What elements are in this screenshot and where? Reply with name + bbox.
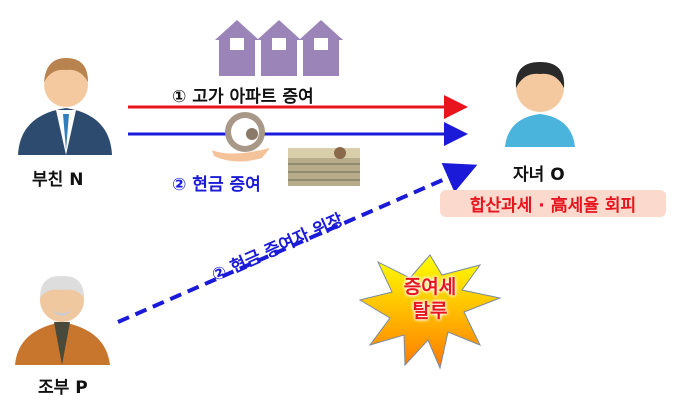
apartment-houses-icon bbox=[215, 20, 343, 76]
cash-gift-label: ② 현금 증여 bbox=[172, 175, 261, 195]
burst-line-2: 탈루 bbox=[412, 300, 448, 322]
gift-tax-evasion-text: 증여세 탈루 bbox=[385, 275, 475, 323]
burst-line-1: 증여세 bbox=[403, 276, 457, 298]
child-avatar bbox=[505, 62, 575, 147]
child-label: 자녀 O bbox=[513, 165, 565, 185]
father-avatar bbox=[18, 58, 112, 155]
father-label: 부친 N bbox=[32, 170, 84, 190]
cash-bundle-icon bbox=[288, 147, 360, 186]
starburst-shape bbox=[358, 254, 502, 370]
disguise-arrow bbox=[117, 162, 478, 324]
grandfather-avatar bbox=[15, 275, 110, 365]
tax-avoidance-badge: 합산과세 · 高세율 회피 bbox=[440, 190, 666, 217]
coin-hand-icon bbox=[212, 112, 270, 162]
apartment-gift-label: ① 고가 아파트 증여 bbox=[172, 87, 314, 107]
grandfather-label: 조부 P bbox=[38, 378, 88, 398]
